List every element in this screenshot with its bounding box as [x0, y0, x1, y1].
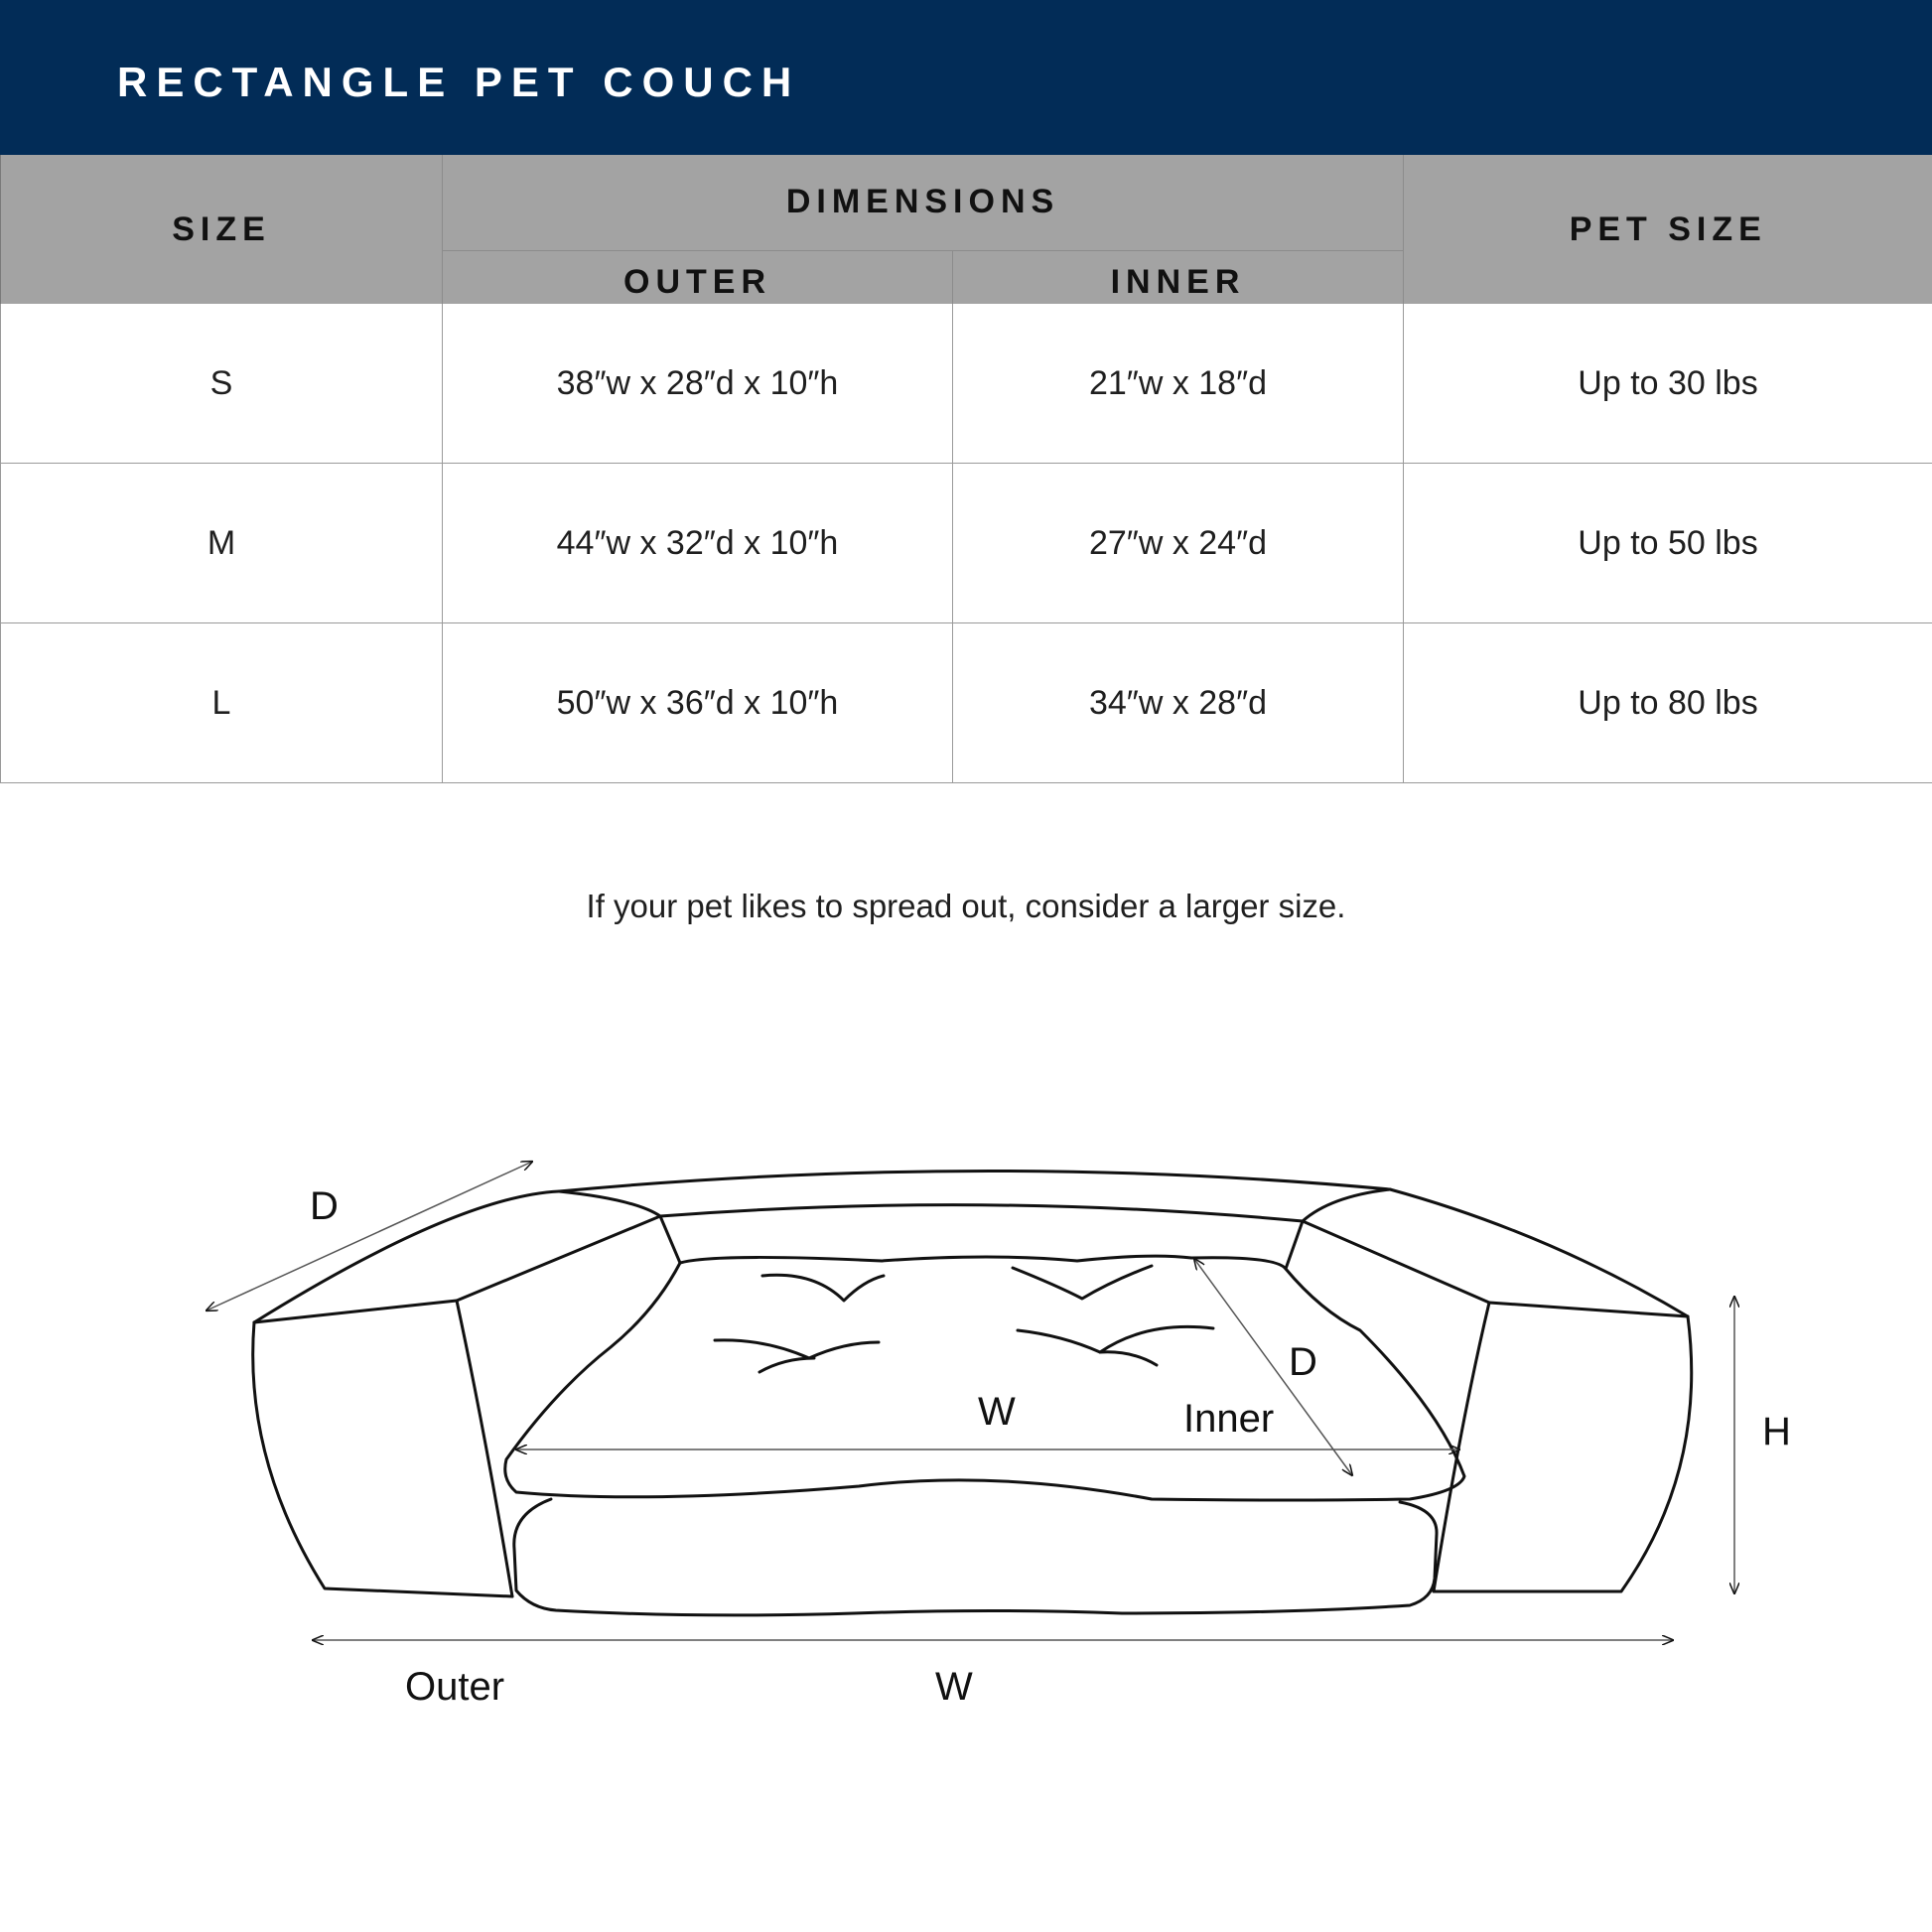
header-inner: INNER [951, 250, 1404, 304]
table-header-row: SIZE DIMENSIONS PET SIZE [0, 155, 1932, 304]
table-row: M 44″w x 32″d x 10″h 27″w x 24″d Up to 5… [0, 463, 1932, 623]
couch-outline [251, 1169, 1694, 1617]
cell-pet-size: Up to 50 lbs [1403, 463, 1932, 623]
size-table: SIZE DIMENSIONS PET SIZE OUTER INNER S 3… [0, 155, 1932, 783]
cell-outer: 44″w x 32″d x 10″h [442, 463, 953, 623]
dimension-lines [207, 1162, 1734, 1640]
cell-size: S [0, 304, 443, 464]
outer-label: Outer [405, 1665, 504, 1709]
cell-size: L [0, 622, 443, 783]
cell-inner: 21″w x 18″d [951, 304, 1405, 464]
size-advice-note: If your pet likes to spread out, conside… [586, 888, 1346, 924]
cell-pet-size: Up to 80 lbs [1403, 622, 1932, 783]
title-banner: RECTANGLE PET COUCH [0, 0, 1932, 155]
inner-depth-label: D [1289, 1340, 1317, 1384]
inner-width-label: W [978, 1390, 1016, 1434]
cell-outer: 38″w x 28″d x 10″h [442, 304, 953, 464]
cell-inner: 27″w x 24″d [951, 463, 1405, 623]
cell-pet-size: Up to 30 lbs [1403, 304, 1932, 464]
table-row: L 50″w x 36″d x 10″h 34″w x 28″d Up to 8… [0, 622, 1932, 783]
cell-inner: 34″w x 28″d [951, 622, 1405, 783]
header-size: SIZE [0, 155, 443, 304]
header-pet-size: PET SIZE [1403, 155, 1932, 304]
height-label: H [1762, 1410, 1791, 1453]
cell-size: M [0, 463, 443, 623]
outer-width-label: W [935, 1665, 973, 1709]
table-row: S 38″w x 28″d x 10″h 21″w x 18″d Up to 3… [0, 304, 1932, 464]
page-title: RECTANGLE PET COUCH [117, 59, 801, 105]
inner-label: Inner [1183, 1397, 1274, 1441]
header-outer: OUTER [442, 250, 953, 304]
cell-outer: 50″w x 36″d x 10″h [442, 622, 953, 783]
header-dimensions: DIMENSIONS [441, 155, 1404, 251]
outer-depth-label: D [310, 1184, 339, 1228]
